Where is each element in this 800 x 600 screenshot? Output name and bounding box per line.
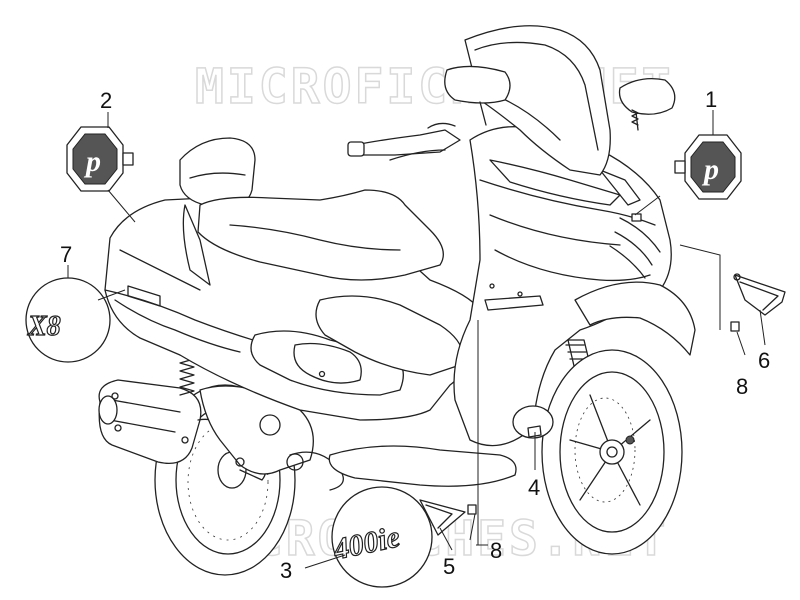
- callout-4: 4: [528, 475, 540, 500]
- callout-5: 5: [443, 554, 455, 579]
- callout-7: 7: [60, 242, 72, 267]
- mirrors: [444, 65, 676, 131]
- part-3-400ie-badge: 400ie: [329, 486, 433, 588]
- part-6-front-trim: [733, 273, 786, 316]
- piaggio-logo-icon: p: [701, 153, 719, 186]
- seat: [182, 189, 444, 286]
- handlebars: [347, 122, 461, 161]
- lower-pan: [328, 445, 517, 487]
- leader-lines: [67, 110, 766, 569]
- part-2-rear-emblem: p: [66, 126, 134, 192]
- backrest: [179, 137, 256, 206]
- callout-1: 1: [705, 87, 717, 112]
- callout-8-right: 8: [736, 374, 748, 399]
- part-7-x8-badge: X8: [25, 277, 111, 363]
- part-8-clip-right: [730, 321, 740, 332]
- callout-labels: 1 2 3 4 5 6 7 8 8: [60, 87, 770, 583]
- scooter-drawing: [98, 25, 696, 576]
- callout-6: 6: [758, 348, 770, 373]
- callout-2: 2: [100, 88, 112, 113]
- x8-badge-text: X8: [27, 311, 61, 342]
- windscreen: [464, 25, 611, 176]
- callout-8-bottom: 8: [490, 538, 502, 563]
- part-5-trim: [419, 499, 466, 536]
- emblem-clip-bottom: [467, 504, 477, 515]
- front-body: [453, 126, 672, 447]
- fuel-cap-panel: [512, 405, 554, 439]
- front-fender: [574, 281, 696, 356]
- piaggio-logo-icon: p: [83, 145, 101, 178]
- front-wheel: [541, 349, 683, 555]
- exhaust-muffler: [98, 379, 267, 481]
- callout-3: 3: [280, 558, 292, 583]
- part-1-front-emblem: p: [674, 134, 742, 200]
